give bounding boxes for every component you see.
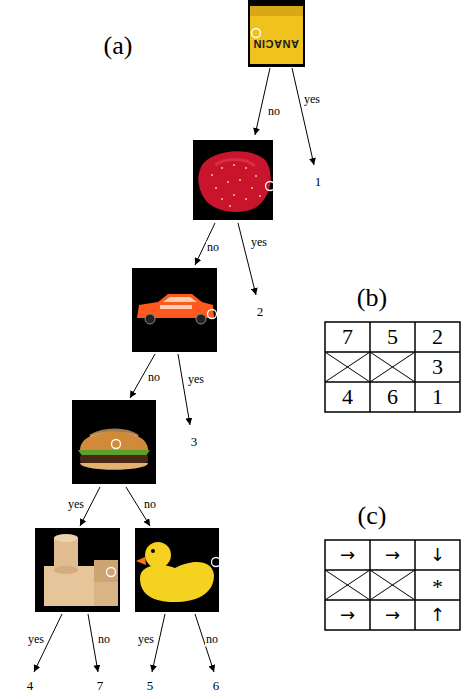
panel-label: (c) bbox=[358, 502, 387, 531]
grid-cell: → bbox=[385, 605, 400, 625]
grid-cell: → bbox=[340, 545, 355, 565]
grid-cell: * bbox=[432, 575, 443, 599]
panel-label: (b) bbox=[357, 284, 387, 313]
tree-arrows bbox=[34, 68, 314, 672]
duck-photo bbox=[135, 528, 221, 612]
panel-label: (a) bbox=[104, 32, 133, 61]
anacin-photo bbox=[248, 0, 305, 67]
branch-label: yes bbox=[250, 236, 268, 249]
leaf-number: 5 bbox=[147, 679, 154, 693]
grid-cell: ↑ bbox=[430, 605, 445, 625]
policy-grid bbox=[325, 540, 460, 630]
branch-label: yes bbox=[137, 633, 155, 646]
grid-cell: ↓ bbox=[430, 545, 445, 565]
leaf-number: 4 bbox=[27, 679, 34, 693]
branch-label: no bbox=[205, 633, 219, 646]
car-photo bbox=[132, 268, 217, 352]
branch-label: no bbox=[147, 371, 161, 384]
grid-cell: 4 bbox=[342, 385, 353, 409]
grid-cell: 3 bbox=[432, 355, 443, 379]
strawberry-photo bbox=[193, 140, 275, 220]
grid-cell: 7 bbox=[342, 325, 353, 349]
branch-label: yes bbox=[187, 373, 205, 386]
grid-cell: 5 bbox=[387, 325, 398, 349]
product-text: ANACIN bbox=[253, 38, 299, 50]
grid-cell: 2 bbox=[432, 325, 443, 349]
branch-label: no bbox=[143, 498, 157, 511]
branch-label: yes bbox=[303, 93, 321, 106]
hamburger-photo bbox=[72, 400, 156, 484]
grid-cell: → bbox=[385, 545, 400, 565]
branch-label: no bbox=[206, 241, 220, 254]
wooden-block-photo bbox=[35, 528, 120, 612]
leaf-number: 3 bbox=[191, 435, 198, 449]
leaf-number: 1 bbox=[315, 175, 322, 189]
grid-cell: 1 bbox=[432, 385, 443, 409]
map-grid bbox=[325, 322, 460, 412]
branch-label: yes bbox=[67, 498, 85, 511]
branch-label: yes bbox=[27, 633, 45, 646]
leaf-number: 7 bbox=[97, 679, 104, 693]
grid-cell: → bbox=[340, 605, 355, 625]
branch-label: no bbox=[267, 105, 281, 118]
branch-label: no bbox=[97, 633, 111, 646]
grid-cell: 6 bbox=[387, 385, 398, 409]
leaf-number: 6 bbox=[213, 679, 220, 693]
leaf-number: 2 bbox=[257, 305, 264, 319]
